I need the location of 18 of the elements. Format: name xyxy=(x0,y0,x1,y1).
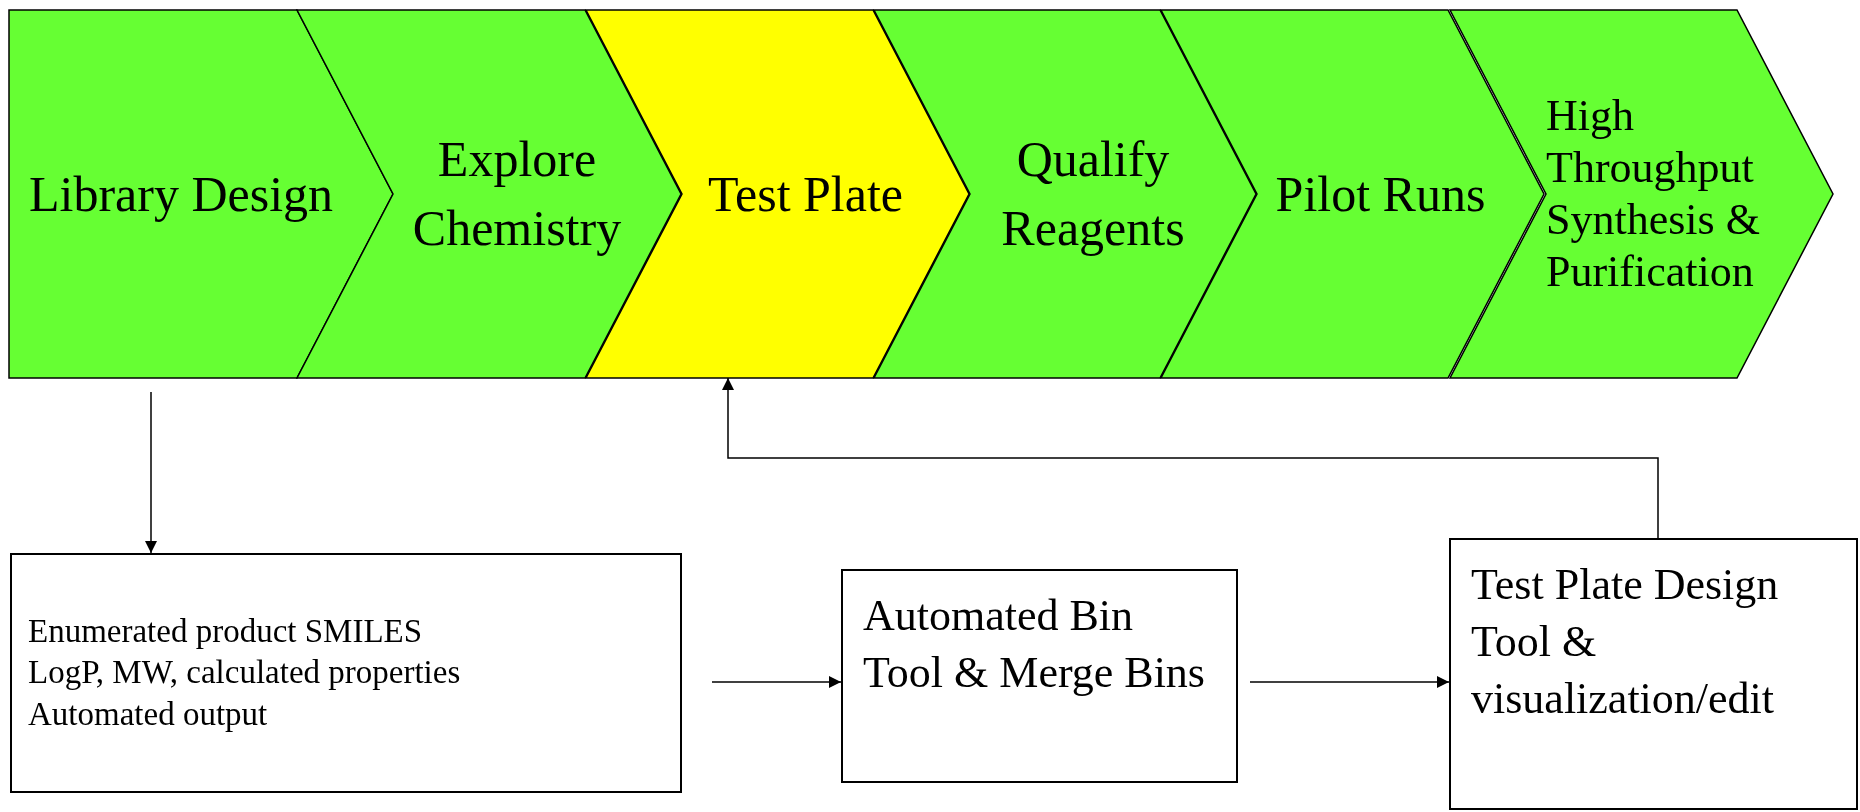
step-label: Library Design xyxy=(27,164,335,224)
step-label: Pilot Runs xyxy=(1274,164,1487,224)
tool-box xyxy=(841,569,1238,783)
box-text: Automated Bin Tool & Merge Bins xyxy=(863,590,1206,700)
arrow xyxy=(711,676,842,688)
tool-box xyxy=(10,553,682,793)
step-label: High Throughput Synthesis & Purification xyxy=(1546,90,1761,298)
step-label: Explore Chemistry xyxy=(411,130,623,258)
arrow xyxy=(722,377,1659,539)
tool-box xyxy=(1449,538,1858,810)
box-text: Automated output xyxy=(28,694,269,734)
arrow xyxy=(1249,676,1450,688)
arrow xyxy=(145,391,157,554)
box-text: Test Plate Design Tool & visualization/edit xyxy=(1471,559,1780,726)
step-label: Test Plate xyxy=(706,164,905,224)
box-text: Enumerated product SMILES xyxy=(28,612,424,652)
step-label: Qualify Reagents xyxy=(1000,130,1186,258)
box-text: LogP, MW, calculated properties xyxy=(28,653,462,693)
